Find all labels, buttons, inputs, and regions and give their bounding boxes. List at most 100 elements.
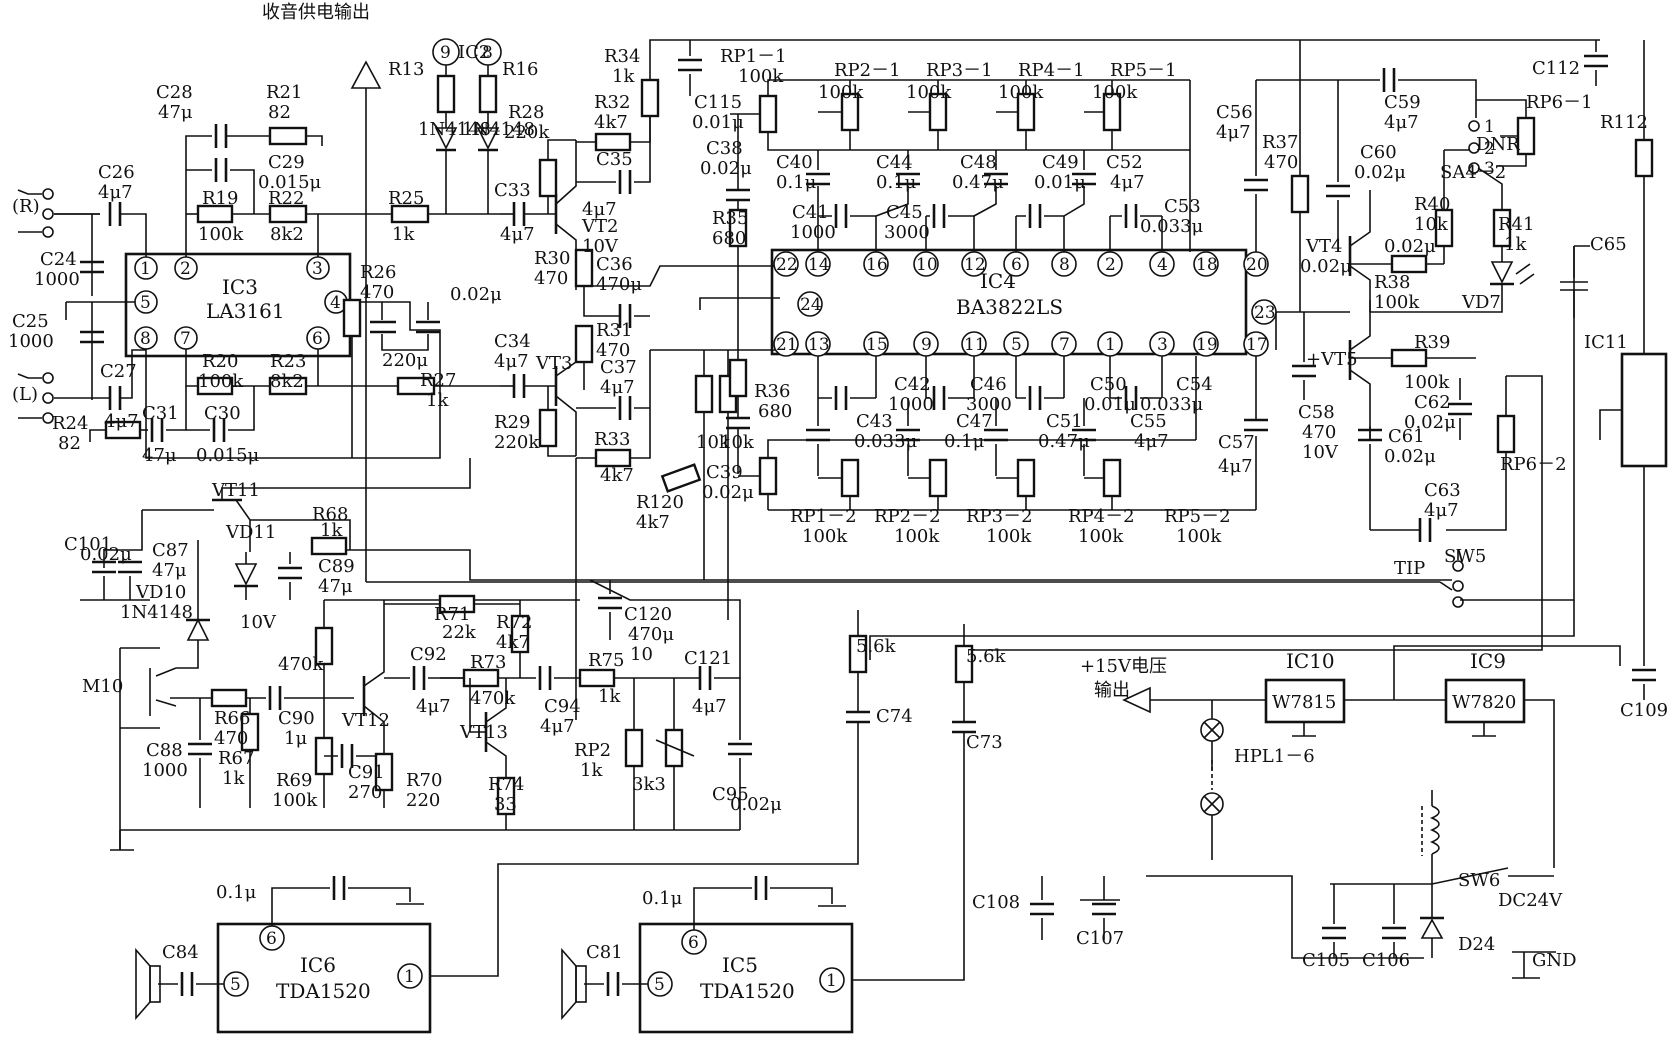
label-r470k: 470k	[278, 654, 324, 675]
label-c27: C27	[100, 361, 137, 382]
label-r3k3: 3k3	[632, 774, 666, 795]
label-c51v: 0.47μ	[1038, 431, 1090, 452]
label-c121: C121	[684, 648, 732, 669]
label-r73: R73	[470, 652, 506, 673]
label-c29: C29	[268, 152, 305, 173]
label-c43: C43	[856, 411, 893, 432]
label-r25: R25	[388, 188, 424, 209]
svg-text:8: 8	[482, 43, 493, 63]
label-rp12: RP1－2	[790, 506, 857, 527]
label-rp42: RP4－2	[1068, 506, 1135, 527]
label-vd11: VD11	[225, 522, 276, 543]
label-r36v: 680	[758, 401, 792, 422]
label-c31: C31	[142, 403, 179, 424]
label-c24v: 1000	[34, 269, 80, 290]
ic6-block: IC6 TDA1520 6 5 1	[135, 876, 432, 1034]
label-r40v: 10k	[1414, 214, 1449, 235]
label-vt5: +VT5	[1306, 349, 1358, 370]
ic3-wiring	[17, 124, 500, 459]
svg-text:17: 17	[1246, 335, 1268, 355]
label-r120: R120	[636, 492, 684, 513]
svg-text:8: 8	[1059, 255, 1070, 275]
label-vd10v: 1N4148	[120, 602, 193, 623]
label-r31: R31	[596, 320, 632, 341]
label-c42: C42	[894, 374, 931, 395]
svg-text:6: 6	[688, 933, 699, 953]
label-vd7: VD7	[1461, 292, 1501, 313]
label-c109: C109	[1620, 700, 1668, 721]
label-r19: R19	[202, 188, 238, 209]
vt2-vt3-stage	[500, 39, 1600, 720]
svg-text:1: 1	[404, 967, 415, 987]
label-c42v: 1000	[888, 394, 934, 415]
svg-text:18: 18	[1196, 255, 1218, 275]
label-c91: C91	[348, 762, 385, 783]
label-c43v: 0.033μ	[854, 431, 918, 452]
label-c95: C95	[712, 784, 749, 805]
label-c63: C63	[1424, 480, 1461, 501]
label-c89v: 47μ	[318, 576, 353, 597]
label-c101: C101	[64, 534, 112, 555]
power-supply: +15V电压 输出 IC10 W7815 IC9 W7820	[1030, 645, 1656, 979]
label-r16: R16	[502, 59, 538, 80]
label-c36: C36	[596, 254, 633, 275]
svg-text:3: 3	[1157, 335, 1168, 355]
label-rp41v: 100k	[998, 82, 1044, 103]
label-in-l: (L)	[12, 384, 38, 405]
label-c92: C92	[410, 644, 447, 665]
label-rp11v: 100k	[738, 66, 784, 87]
label-r37: R37	[1262, 132, 1298, 153]
label-c47: C47	[956, 411, 993, 432]
label-c01b: 0.1μ	[642, 888, 683, 909]
label-c58v: 470	[1302, 422, 1336, 443]
label-sa42: SA4－2	[1440, 162, 1506, 183]
label-c61: C61	[1388, 426, 1425, 447]
label-r73v: 470k	[470, 688, 516, 709]
label-r29: R29	[494, 412, 530, 433]
svg-text:22: 22	[776, 255, 798, 275]
label-c36v: 470μ	[596, 274, 642, 295]
label-r70v: 220	[406, 790, 440, 811]
label-hpl: HPL1－6	[1234, 746, 1315, 767]
label-r20: R20	[202, 351, 238, 372]
label-c108: C108	[972, 892, 1020, 913]
label-c88: C88	[146, 740, 183, 761]
label-r74v: 33	[494, 794, 517, 815]
svg-text:5: 5	[1011, 335, 1022, 355]
label-c44v: 0.1μ	[876, 172, 917, 193]
label-c81: C81	[586, 942, 623, 963]
label-rp61: RP6－1	[1526, 92, 1593, 113]
label-c26: C26	[98, 162, 135, 183]
svg-text:W7820: W7820	[1452, 692, 1516, 713]
label-c61v: 0.02μ	[1384, 446, 1436, 467]
label-sw6: SW6	[1458, 870, 1500, 891]
label-r34v: 1k	[612, 66, 635, 87]
label-c49v: 0.01μ	[1034, 172, 1086, 193]
label-c54: C54	[1176, 374, 1213, 395]
label-r32: R32	[594, 92, 630, 113]
label-r41v: 1k	[1504, 234, 1527, 255]
label-rp62: RP6－2	[1500, 454, 1567, 475]
svg-text:9: 9	[440, 43, 451, 63]
label-dnr: DNR	[1476, 134, 1520, 155]
label-c40v: 0.1μ	[776, 172, 817, 193]
label-c45: C45	[886, 202, 923, 223]
label-c25: C25	[12, 311, 49, 332]
svg-text:3: 3	[1484, 159, 1495, 179]
label-r74: R74	[488, 774, 524, 795]
svg-text:1: 1	[826, 971, 837, 991]
label-r10k1: 10k	[696, 432, 731, 453]
svg-text:1: 1	[140, 259, 151, 279]
svg-text:11: 11	[964, 335, 986, 355]
label-c53: C53	[1164, 196, 1201, 217]
label-c37: C37	[600, 357, 637, 378]
label-r38: R38	[1374, 272, 1410, 293]
label-c25v: 1000	[8, 331, 54, 352]
label-c95v: 0.02μ	[730, 794, 782, 815]
label-r21v: 82	[268, 102, 291, 123]
label-c60v: 0.02μ	[1354, 162, 1406, 183]
svg-text:7: 7	[1059, 335, 1070, 355]
svg-text:TDA1520: TDA1520	[276, 979, 371, 1003]
svg-text:1: 1	[1105, 335, 1116, 355]
label-r10k2: 10k	[720, 432, 755, 453]
